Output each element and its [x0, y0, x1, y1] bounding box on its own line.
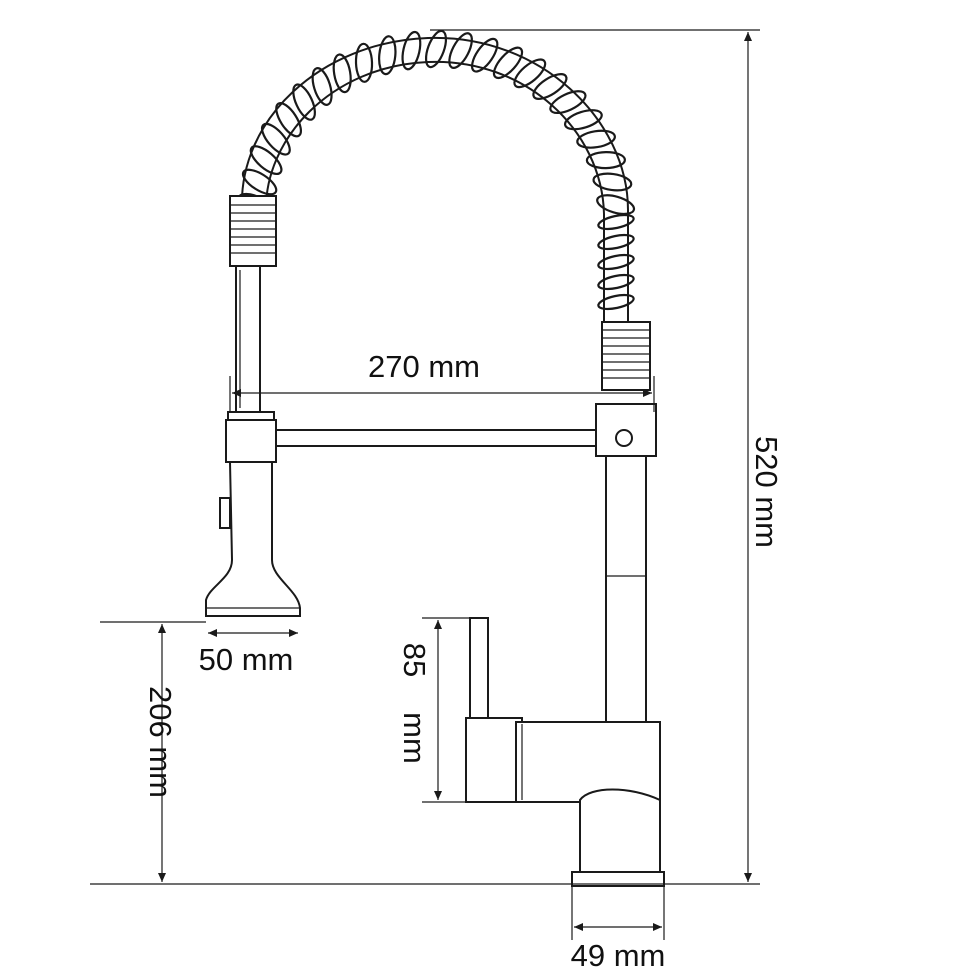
base-neck	[579, 788, 661, 873]
handle-height-number-label: 85	[397, 643, 432, 677]
faucet-illustration	[205, 29, 665, 887]
coil-loop	[275, 102, 302, 138]
coil-loop	[332, 53, 352, 94]
dimension-labels: 270 mm 520 mm 50 mm 206 mm 85 mm 49 mm	[143, 349, 784, 973]
spray-head-collar	[225, 419, 277, 463]
coil-loop	[597, 293, 635, 311]
coil-loop	[249, 145, 283, 176]
total-height-label: 520 mm	[749, 436, 784, 548]
spray-head	[205, 461, 301, 617]
handle-lever	[469, 617, 489, 723]
coil-loop	[492, 46, 524, 80]
coil-loop	[292, 83, 316, 121]
coil-loop	[401, 30, 422, 71]
spray-height-label: 206 mm	[143, 686, 178, 798]
coil-loop	[576, 129, 617, 149]
base-diameter-label: 49 mm	[571, 938, 666, 973]
dimension-lines	[90, 29, 760, 940]
handle-height-unit-label: mm	[397, 712, 432, 764]
coil-loop	[354, 42, 374, 83]
coil-loop	[597, 253, 635, 271]
coil-loop	[596, 194, 636, 216]
spray-head-width-label: 50 mm	[199, 642, 294, 677]
coil-loop	[424, 29, 448, 69]
coil-loop	[585, 150, 626, 170]
coil-loop	[597, 233, 635, 251]
coil-loop	[470, 37, 499, 73]
coil-loop	[549, 90, 587, 115]
handle-cap	[465, 717, 523, 803]
coil-loop	[532, 73, 568, 100]
coil-loop	[260, 122, 291, 156]
coil-loop	[597, 273, 635, 291]
spring-coil	[237, 29, 636, 311]
coil-loop	[378, 35, 397, 76]
coil-loop	[563, 109, 603, 131]
valve-body	[515, 721, 661, 803]
right-coil-bundle	[601, 321, 651, 391]
set-screw	[615, 429, 633, 447]
coil-loop	[311, 67, 333, 106]
coil-loop	[597, 213, 635, 231]
coil-loop	[448, 32, 473, 69]
spout-reach-label: 270 mm	[368, 349, 480, 384]
coil-loop	[592, 172, 633, 192]
spray-holder-arm	[271, 429, 599, 447]
left-coil-bundle	[229, 195, 277, 267]
spray-toggle-button	[219, 497, 231, 529]
coil-loop	[241, 168, 278, 196]
main-column	[605, 455, 647, 727]
coil-loop	[513, 58, 547, 89]
base-ring	[571, 871, 665, 887]
